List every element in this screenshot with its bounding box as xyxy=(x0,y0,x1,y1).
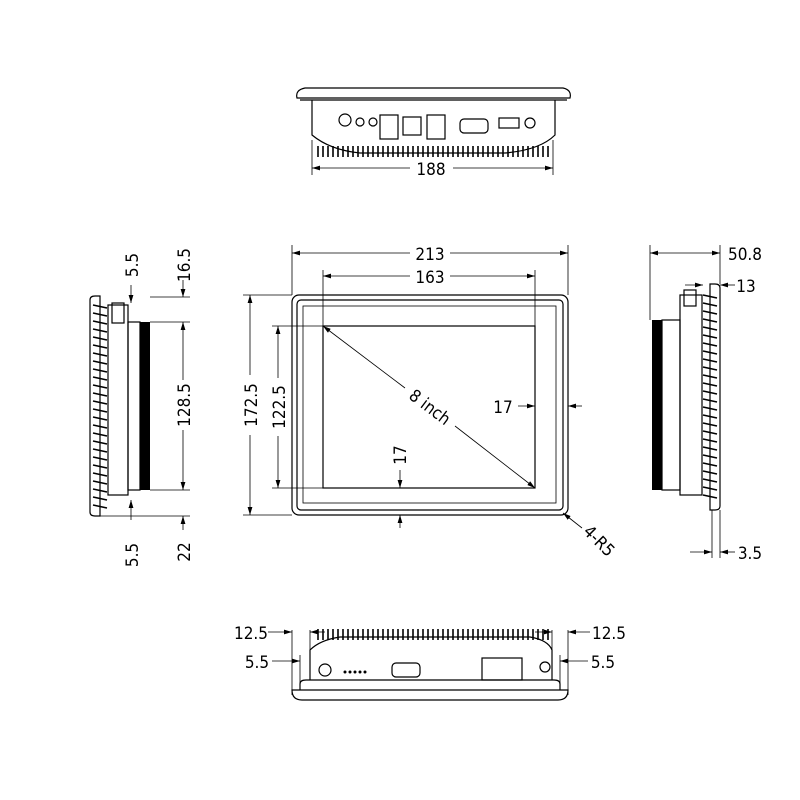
left-side-view: 16.5 128.5 22 5.5 5.5 xyxy=(89,248,195,567)
heatsink-fins xyxy=(92,304,108,509)
dim-5-5-top: 5.5 xyxy=(123,253,143,277)
fin xyxy=(702,462,718,467)
fin xyxy=(92,456,108,461)
dim-213: 213 xyxy=(415,245,444,265)
fin xyxy=(92,376,108,381)
fin xyxy=(702,318,718,323)
dim-5-5-bottom: 5.5 xyxy=(123,543,143,567)
heatsink-fins xyxy=(317,629,549,640)
vga-port-icon xyxy=(459,118,489,134)
dim-122-5: 122.5 xyxy=(270,385,290,429)
dim-17-bottom: 17 xyxy=(391,445,411,464)
fin xyxy=(702,390,718,395)
right-side-view: 50.8 13 3.5 xyxy=(649,245,762,564)
fin xyxy=(92,360,108,365)
fin xyxy=(92,488,108,493)
dim-corner-radius: 4-R5 xyxy=(579,522,618,561)
dim-12-5-right: 12.5 xyxy=(592,624,626,644)
dim-163: 163 xyxy=(415,268,444,288)
fin xyxy=(92,480,108,485)
fin xyxy=(92,448,108,453)
usb-port-icon xyxy=(426,114,446,140)
dim-5-5-right: 5.5 xyxy=(591,653,615,673)
front-view: 213 163 172.5 122.5 8 inch 17 17 4-R5 xyxy=(242,245,618,561)
fin xyxy=(702,454,718,459)
fin xyxy=(702,422,718,427)
fin xyxy=(702,398,718,403)
fin xyxy=(92,408,108,413)
heatsink-fins xyxy=(317,146,549,157)
dim-5-5-left: 5.5 xyxy=(245,653,269,673)
fin xyxy=(92,496,108,501)
dim-50-8: 50.8 xyxy=(728,245,762,265)
fin xyxy=(92,392,108,397)
top-view: 188 xyxy=(296,87,571,180)
fin xyxy=(702,438,718,443)
fin xyxy=(92,400,108,405)
dim-16-5: 16.5 xyxy=(175,248,195,282)
fin xyxy=(92,328,108,333)
dim-diagonal: 8 inch xyxy=(405,386,454,430)
fin xyxy=(702,342,718,347)
fin xyxy=(702,334,718,339)
dim-128-5: 128.5 xyxy=(175,383,195,427)
fin xyxy=(92,336,108,341)
fin xyxy=(702,406,718,411)
fin xyxy=(92,424,108,429)
fin xyxy=(92,472,108,477)
usb-port-icon xyxy=(379,114,399,140)
fin xyxy=(92,368,108,373)
bottom-view: 12.5 5.5 12.5 5.5 xyxy=(234,624,626,701)
fin xyxy=(92,304,108,309)
dim-188: 188 xyxy=(416,160,445,180)
fin xyxy=(702,494,718,499)
fin xyxy=(702,478,718,483)
lan-port-icon xyxy=(402,116,422,136)
fin xyxy=(92,504,108,509)
fin xyxy=(702,470,718,475)
fin xyxy=(92,344,108,349)
fin xyxy=(702,310,718,315)
fin xyxy=(92,312,108,317)
hdmi-port-icon xyxy=(498,117,520,129)
dim-172-5: 172.5 xyxy=(242,383,262,427)
dim-13: 13 xyxy=(736,277,755,297)
fin xyxy=(92,464,108,469)
fin xyxy=(702,414,718,419)
com-port-icon xyxy=(391,662,421,678)
fin xyxy=(702,430,718,435)
fin xyxy=(702,366,718,371)
fin xyxy=(702,350,718,355)
fin xyxy=(702,294,718,299)
fin xyxy=(92,432,108,437)
fin xyxy=(702,326,718,331)
power-button-icon xyxy=(338,113,352,127)
dim-12-5-left: 12.5 xyxy=(234,624,268,644)
dim-3-5: 3.5 xyxy=(738,544,762,564)
fin xyxy=(92,384,108,389)
dim-22: 22 xyxy=(175,542,195,561)
fin xyxy=(702,358,718,363)
fin xyxy=(92,440,108,445)
power-terminal-icon xyxy=(481,657,523,681)
fin xyxy=(92,352,108,357)
fin xyxy=(702,302,718,307)
fin xyxy=(92,320,108,325)
fin xyxy=(702,486,718,491)
fin xyxy=(702,374,718,379)
dim-17-right: 17 xyxy=(493,398,512,418)
heatsink-fins xyxy=(702,294,718,499)
fin xyxy=(92,416,108,421)
fin xyxy=(702,446,718,451)
fin xyxy=(702,382,718,387)
screen-area xyxy=(322,325,536,489)
